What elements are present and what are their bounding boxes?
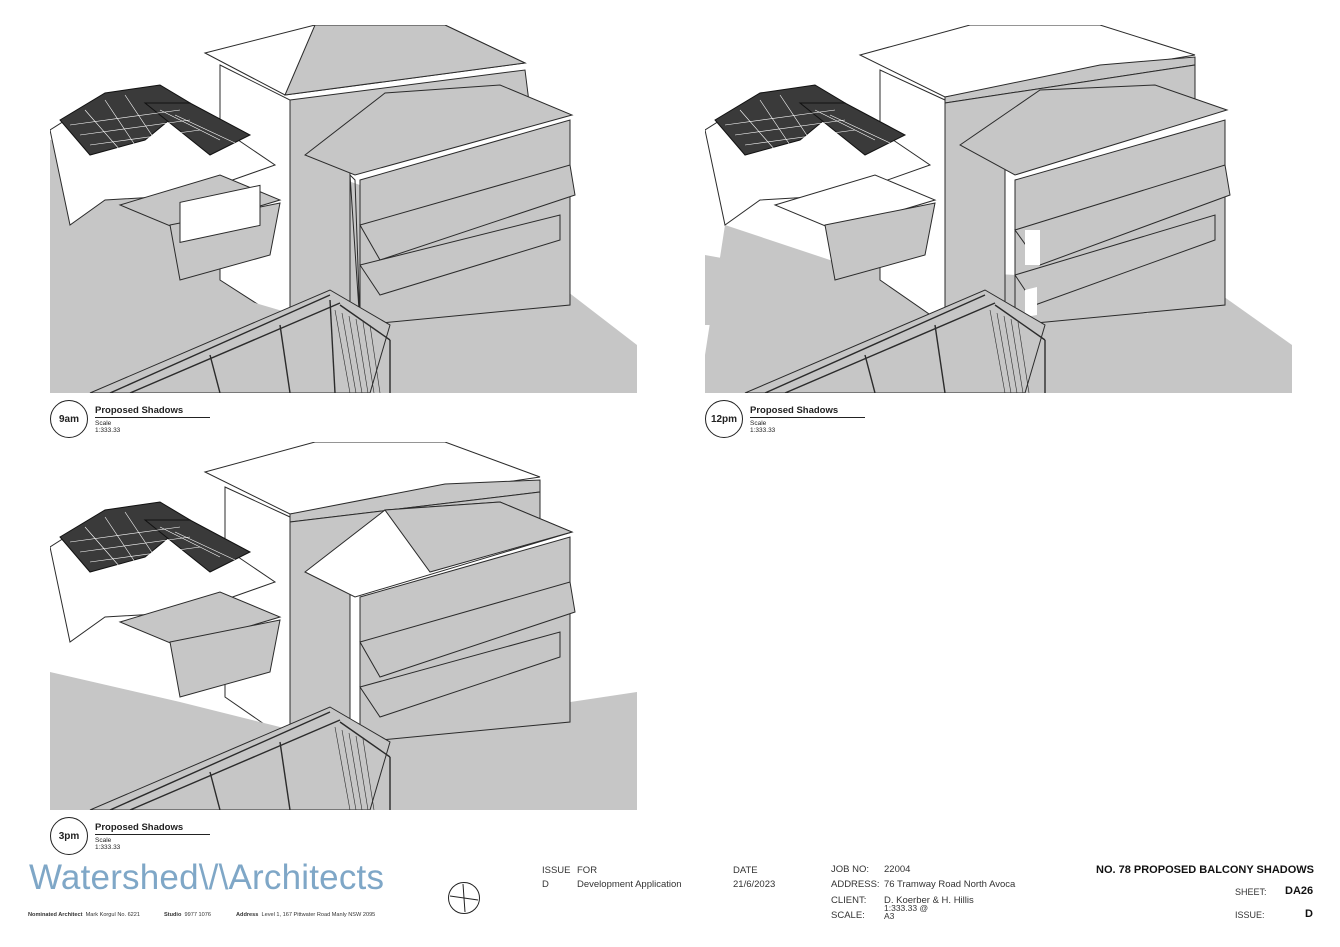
view-3pm-render [50,442,637,810]
shadow-3d-model-3pm [50,442,637,810]
view-12pm-render [705,25,1292,393]
issue-header: ISSUE [542,865,571,876]
sheet-value: DA26 [1285,885,1314,897]
job-label: JOB NO: [831,864,870,875]
time-marker: 12pm [705,400,743,438]
studio-phone: Studio 9977 1076 [164,912,211,918]
view-title: Proposed Shadows [750,405,865,418]
client-value: D. Koerber & H. Hillis [884,895,974,906]
for-header: FOR [577,865,598,876]
view-title: Proposed Shadows [95,822,210,835]
sheet-label: SHEET: [1235,887,1267,897]
north-point-icon [448,882,480,914]
view-scale: Scale 1:333.33 [750,420,776,434]
issue-label: ISSUE: [1235,910,1265,920]
view-scale: Scale 1:333.33 [95,420,121,434]
issue-value: D [542,879,549,890]
view-title: Proposed Shadows [95,405,210,418]
for-value: Development Application [577,879,682,890]
time-marker: 9am [50,400,88,438]
sheet-title: NO. 78 PROPOSED BALCONY SHADOWS [1096,864,1314,876]
shadow-3d-model-9am [50,25,637,393]
job-value: 22004 [884,864,911,875]
date-value: 21/6/2023 [733,879,776,890]
shadow-3d-model-12pm [705,25,1292,393]
scale-value-1: 1:333.33 @ [884,903,929,913]
nominated-architect: Nominated Architect Mark Korgul No. 6221 [28,912,141,918]
address-label: ADDRESS: [831,879,880,890]
view-9am-render [50,25,637,393]
scale-label: SCALE: [831,910,865,921]
address-value: 76 Tramway Road North Avoca [884,879,1016,890]
firm-logo-text: Watershed\/\Architects [29,858,385,897]
time-marker: 3pm [50,817,88,855]
client-label: CLIENT: [831,895,867,906]
view-scale: Scale 1:333.33 [95,837,121,851]
issue-code: D [1305,908,1313,920]
scale-value-2: A3 [884,911,895,921]
firm-address: Address Level 1, 167 Pittwater Road Manl… [236,912,376,918]
date-header: DATE [733,865,758,876]
